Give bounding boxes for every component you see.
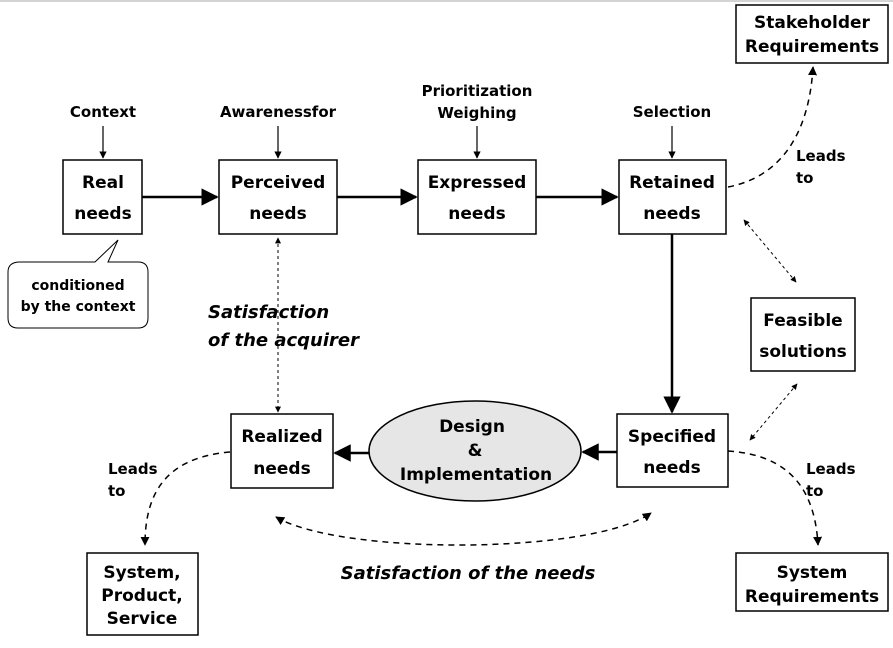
- dashed-arrow-satisfaction-needs: [275, 512, 652, 546]
- leads-stakeholder-line1: Leads: [796, 147, 846, 165]
- specified-needs-line2: needs: [643, 458, 700, 478]
- realized-needs-line1: Realized: [241, 427, 322, 447]
- leads-system-line1: Leads: [108, 460, 158, 478]
- input-weighing: Weighing: [437, 104, 516, 122]
- design-line2: &: [468, 441, 483, 461]
- callout-line1: conditioned: [31, 278, 124, 294]
- leads-system-req-line1: Leads: [806, 460, 856, 478]
- node-perceived-needs: Perceived needs: [218, 159, 338, 235]
- node-real-needs: Real needs: [62, 159, 143, 235]
- leads-system-line2: to: [108, 482, 125, 500]
- callout-conditioned: conditioned by the context: [7, 239, 149, 329]
- input-awareness: Awarenessfor: [220, 103, 337, 121]
- retained-needs-line1: Retained: [629, 173, 715, 193]
- real-needs-line2: needs: [74, 204, 131, 224]
- expressed-needs-line2: needs: [448, 204, 505, 224]
- specified-needs-line1: Specified: [628, 427, 716, 447]
- dotted-arrow-feasible-specified: [749, 383, 798, 441]
- leads-system-req-line2: to: [806, 482, 823, 500]
- system-requirements-line2: Requirements: [745, 587, 879, 607]
- feasible-solutions-line1: Feasible: [763, 311, 842, 331]
- stakeholder-requirements-line2: Requirements: [745, 37, 879, 57]
- real-needs-line1: Real: [82, 173, 124, 193]
- system-product-service-line2: Product,: [101, 586, 182, 606]
- stakeholder-requirements-line1: Stakeholder: [754, 13, 871, 33]
- input-prioritization: Prioritization: [422, 82, 533, 100]
- dashed-arrow-realized-to-system: [140, 451, 231, 546]
- callout-line2: by the context: [21, 299, 136, 315]
- perceived-needs-line1: Perceived: [231, 173, 326, 193]
- design-line1: Design: [439, 417, 505, 437]
- input-selection: Selection: [633, 103, 711, 121]
- dotted-arrow-retained-feasible: [743, 219, 797, 283]
- node-specified-needs: Specified needs: [616, 413, 729, 488]
- node-system-requirements: System Requirements: [735, 552, 889, 612]
- system-product-service-line3: Service: [107, 609, 178, 629]
- feasible-solutions-line2: solutions: [759, 342, 847, 362]
- satisfaction-acquirer-line1: Satisfaction: [208, 302, 329, 323]
- dashed-arrow-specified-to-system-req: [727, 450, 823, 546]
- satisfaction-needs: Satisfaction of the needs: [341, 563, 596, 584]
- node-retained-needs: Retained needs: [618, 159, 727, 235]
- input-context: Context: [70, 103, 136, 121]
- system-product-service-line1: System,: [103, 563, 180, 583]
- node-system-product-service: System, Product, Service: [86, 552, 199, 636]
- node-realized-needs: Realized needs: [230, 413, 334, 489]
- satisfaction-acquirer-line2: of the acquirer: [208, 330, 360, 351]
- expressed-needs-line1: Expressed: [428, 173, 527, 193]
- leads-stakeholder-line2: to: [796, 169, 813, 187]
- system-requirements-line1: System: [777, 563, 848, 583]
- node-feasible-solutions: Feasible solutions: [750, 297, 856, 372]
- realized-needs-line2: needs: [253, 459, 310, 479]
- retained-needs-line2: needs: [643, 204, 700, 224]
- node-expressed-needs: Expressed needs: [417, 159, 537, 235]
- design-line3: Implementation: [400, 465, 552, 485]
- node-stakeholder-requirements: Stakeholder Requirements: [735, 4, 889, 64]
- node-design-implementation: Design & Implementation: [368, 400, 582, 502]
- dashed-arrow-retained-to-stakeholder: [727, 66, 818, 188]
- perceived-needs-line2: needs: [249, 204, 306, 224]
